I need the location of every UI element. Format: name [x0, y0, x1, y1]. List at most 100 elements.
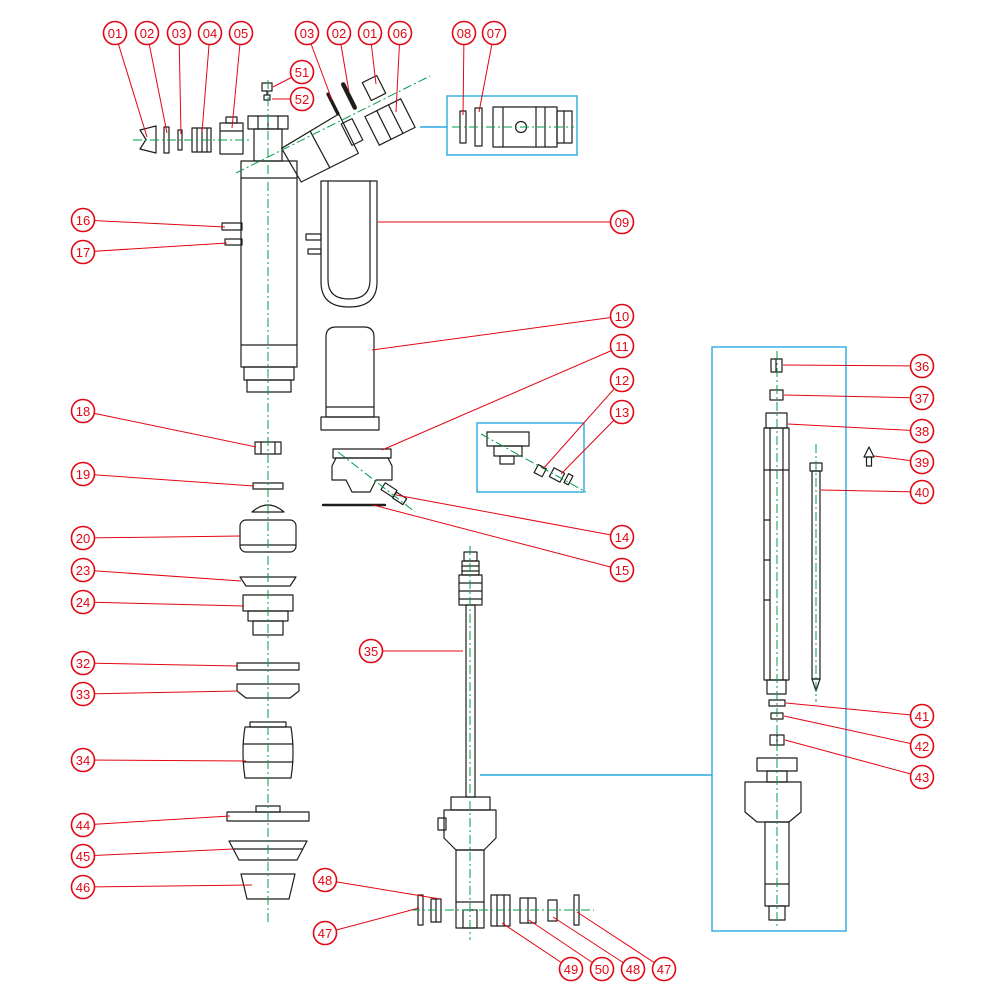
detail-box-top	[446, 95, 578, 156]
callout-balloon	[909, 385, 935, 411]
callout-48: 48	[312, 867, 441, 900]
callout-leader-line	[787, 423, 923, 432]
callout-leader-line	[82, 410, 257, 448]
callout-leader-line	[576, 911, 665, 970]
callout-balloon	[651, 956, 677, 982]
callout-52: 52	[272, 86, 315, 112]
callout-06: 06	[387, 20, 413, 113]
detail-box-middle	[476, 422, 585, 493]
callout-leader-line	[231, 32, 242, 129]
callout-17: 17	[70, 239, 228, 265]
callout-leader-line	[82, 884, 253, 888]
callout-number: 11	[615, 339, 629, 354]
callout-leader-line	[783, 715, 923, 747]
callout-number: 42	[915, 739, 929, 754]
callout-leader-line	[395, 494, 623, 538]
part-bolt-14b	[392, 491, 408, 506]
callout-08: 08	[451, 20, 477, 116]
callout-leader-line	[82, 848, 234, 857]
callout-balloon	[357, 20, 383, 46]
callout-balloon	[909, 733, 935, 759]
callout-34: 34	[70, 747, 247, 773]
callout-03: 03	[166, 20, 192, 135]
callout-balloon	[289, 86, 315, 112]
callout-balloon	[70, 239, 96, 265]
callout-11: 11	[381, 333, 635, 451]
part-plate-23	[239, 576, 297, 587]
callout-balloon	[558, 956, 584, 982]
part-compensator-assembly	[281, 74, 416, 183]
callout-number: 02	[140, 26, 154, 41]
callout-balloon	[387, 20, 413, 46]
part-valve-cup-12-13	[486, 431, 574, 486]
callout-33: 33	[70, 681, 239, 707]
callout-23: 23	[70, 557, 242, 583]
callout-balloon	[609, 399, 635, 425]
callout-balloon	[70, 650, 96, 676]
part-damper-rod-assembly	[744, 358, 875, 921]
callout-leader-line	[178, 32, 182, 135]
callout-leader-line	[560, 411, 623, 475]
callout-number: 08	[457, 26, 471, 41]
callout-balloon	[70, 812, 96, 838]
callout-48: 48	[552, 916, 646, 982]
callout-number: 13	[615, 405, 629, 420]
callout-02: 02	[134, 20, 168, 134]
part-needle-39	[863, 446, 875, 458]
part-fitting-17	[224, 238, 243, 246]
parts-lineart	[139, 74, 875, 929]
callout-41: 41	[785, 702, 935, 729]
part-reservoir-09	[305, 180, 378, 308]
callout-number: 16	[76, 213, 90, 228]
callout-number: 03	[300, 26, 314, 41]
callout-12: 12	[542, 367, 635, 470]
callout-balloon	[609, 557, 635, 583]
callout-leader-line	[372, 504, 623, 571]
callout-balloon	[197, 20, 223, 46]
callout-balloon	[70, 874, 96, 900]
callout-42: 42	[783, 715, 935, 759]
part-cap-01b	[361, 74, 387, 102]
callout-number: 10	[615, 309, 629, 324]
part-main-cylinder	[221, 160, 298, 393]
highlight-boxes	[420, 95, 847, 932]
callout-leader-line	[114, 32, 148, 138]
callout-balloon	[70, 207, 96, 233]
callout-number: 38	[915, 424, 929, 439]
callout-leader-line	[82, 690, 239, 695]
callout-balloon	[289, 59, 315, 85]
callout-balloon	[481, 20, 507, 46]
callout-45: 45	[70, 843, 234, 869]
callout-balloon	[312, 920, 338, 946]
callout-24: 24	[70, 589, 245, 615]
callout-number: 39	[915, 455, 929, 470]
callout-leader-line	[820, 489, 923, 493]
part-seal-head-11	[321, 448, 408, 507]
callout-leader-line	[82, 815, 231, 826]
callout-balloon	[609, 303, 635, 329]
callout-number: 02	[332, 26, 346, 41]
callout-leader-line	[82, 601, 245, 607]
callout-number: 47	[318, 926, 332, 941]
callout-leader-line	[82, 219, 226, 228]
callout-number: 24	[76, 595, 90, 610]
callout-number: 17	[76, 245, 90, 260]
part-cap-46	[240, 873, 296, 900]
part-cone-01	[139, 125, 157, 154]
callout-43: 43	[784, 739, 935, 790]
callout-47: 47	[312, 907, 420, 946]
callout-number: 48	[318, 873, 332, 888]
callout-40: 40	[820, 479, 935, 505]
callout-leader-line	[782, 364, 923, 367]
callout-number: 50	[595, 962, 609, 977]
callout-balloon	[451, 20, 477, 46]
callout-balloon	[909, 479, 935, 505]
callout-leader-line	[381, 345, 623, 451]
callout-balloon	[909, 418, 935, 444]
callout-leader-line	[371, 315, 623, 351]
callout-number: 06	[393, 26, 407, 41]
callout-number: 03	[172, 26, 186, 41]
part-top-left-hardware	[139, 116, 244, 155]
callout-number: 37	[915, 391, 929, 406]
